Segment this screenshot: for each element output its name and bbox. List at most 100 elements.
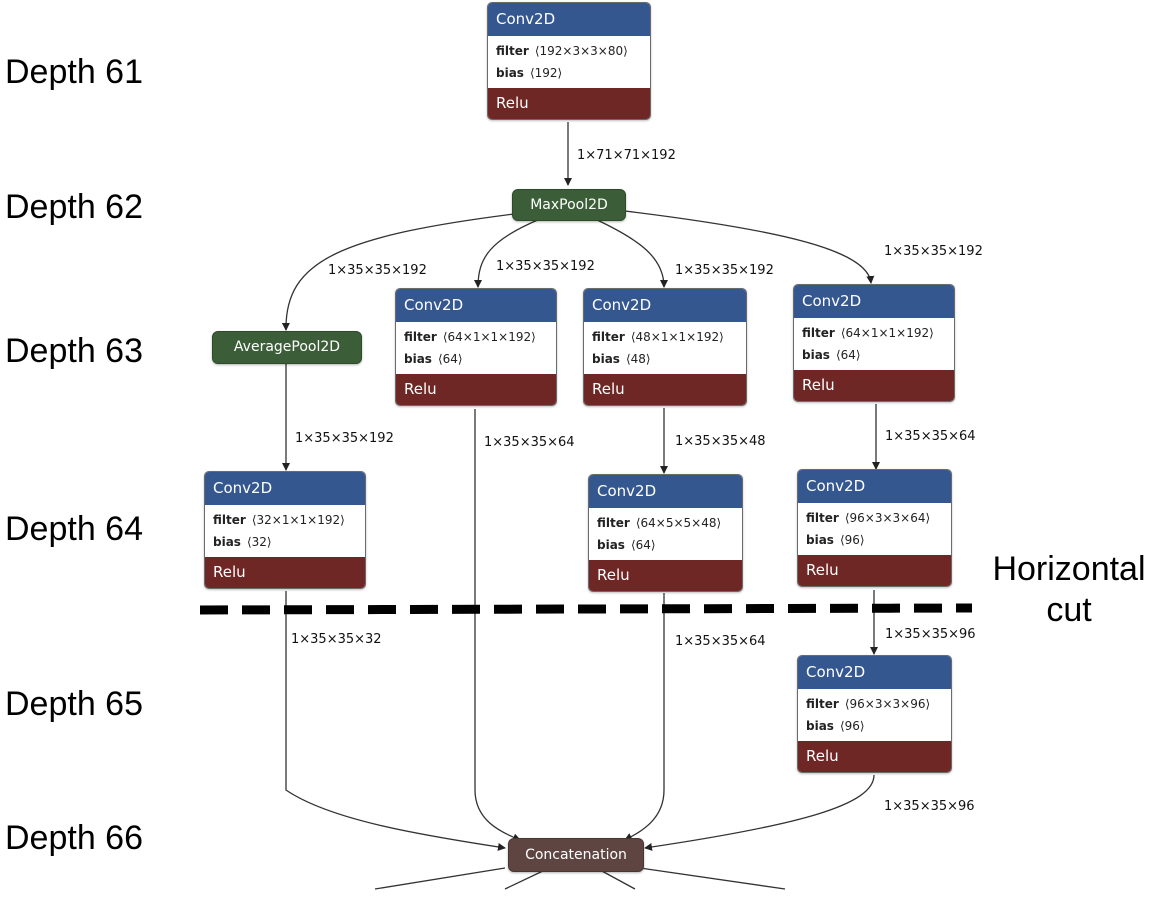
relu-activation: Relu <box>589 560 742 591</box>
node-title: Conv2D <box>584 289 746 322</box>
edge-label-conv64a-out: 1×35×35×32 <box>291 632 382 647</box>
filter-key: filter <box>597 516 630 530</box>
node-params: filter⟨192×3×3×80⟩ bias⟨192⟩ <box>488 36 650 88</box>
filter-key: filter <box>213 513 246 527</box>
bias-key: bias <box>806 533 834 547</box>
cut-label-line2: cut <box>1046 590 1092 629</box>
bias-key: bias <box>802 348 830 362</box>
filter-value: ⟨48×1×1×192⟩ <box>630 330 724 344</box>
bias-key: bias <box>806 719 834 733</box>
maxpool2d-node[interactable]: MaxPool2D <box>512 189 626 221</box>
depth-label-62: Depth 62 <box>5 188 143 226</box>
edge-out-4 <box>639 867 786 890</box>
depth-label-64: Depth 64 <box>5 510 143 548</box>
edge-maxpool-to-conv63b <box>474 218 541 288</box>
node-title: Conv2D <box>488 3 650 36</box>
edge-label-to-conv63b: 1×35×35×192 <box>496 259 595 274</box>
bias-value: ⟨32⟩ <box>246 535 272 549</box>
node-params: filter ⟨64×1×1×192⟩ bias ⟨64⟩ <box>396 322 556 374</box>
relu-activation: Relu <box>396 374 556 405</box>
bias-value: ⟨192⟩ <box>529 66 563 80</box>
filter-value: ⟨64×1×1×192⟩ <box>840 326 934 340</box>
filter-key: filter <box>806 511 839 525</box>
bias-value: ⟨64⟩ <box>630 538 656 552</box>
conv2d-node-depth63-c[interactable]: Conv2D filter ⟨48×1×1×192⟩ bias ⟨48⟩ Relu <box>583 288 747 406</box>
edge-label-avgpool-out: 1×35×35×192 <box>295 431 394 446</box>
edge-label-conv63b-out: 1×35×35×64 <box>484 435 575 450</box>
filter-key: filter <box>404 330 437 344</box>
node-title: Conv2D <box>205 472 365 505</box>
relu-activation: Relu <box>798 555 951 586</box>
relu-activation: Relu <box>798 741 951 772</box>
node-title: Conv2D <box>589 475 742 508</box>
edge-label-conv64d-out: 1×35×35×96 <box>885 627 976 642</box>
bias-key: bias <box>592 352 620 366</box>
edge-label-conv63d-out: 1×35×35×64 <box>885 429 976 444</box>
relu-activation: Relu <box>205 557 365 588</box>
edge-label-to-conv63c: 1×35×35×192 <box>675 263 774 278</box>
depth-label-61: Depth 61 <box>5 53 143 91</box>
node-params: filter ⟨96×3×3×64⟩ bias ⟨96⟩ <box>798 503 951 555</box>
bias-value: ⟨64⟩ <box>437 352 463 366</box>
bias-key: bias <box>404 352 432 366</box>
node-title: Conv2D <box>798 656 951 689</box>
edge-label-conv65d-out: 1×35×35×96 <box>884 799 975 814</box>
bias-value: ⟨64⟩ <box>835 348 861 362</box>
cut-label-line1: Horizontal <box>992 550 1146 588</box>
edge-maxpool-to-conv63d <box>624 210 875 284</box>
relu-activation: Relu <box>488 88 650 119</box>
edge-out-3 <box>599 869 636 890</box>
concatenation-node[interactable]: Concatenation <box>508 838 644 872</box>
edge-conv64a-to-concat <box>285 591 506 851</box>
filter-key: filter <box>802 326 835 340</box>
conv2d-node-depth63-d[interactable]: Conv2D filter ⟨64×1×1×192⟩ bias ⟨64⟩ Relu <box>793 284 955 402</box>
filter-value: ⟨96×3×3×96⟩ <box>844 697 931 711</box>
edge-out-1 <box>374 867 506 890</box>
edge-label-conv61-out: 1×71×71×192 <box>577 148 676 163</box>
relu-activation: Relu <box>794 370 954 401</box>
horizontal-cut-label: Horizontal cut <box>985 549 1153 631</box>
edge-out-2 <box>504 869 546 890</box>
conv2d-node-depth64-d[interactable]: Conv2D filter ⟨96×3×3×64⟩ bias ⟨96⟩ Relu <box>797 469 952 587</box>
edge-label-to-avgpool: 1×35×35×192 <box>328 263 427 278</box>
edge-maxpool-to-conv63c <box>594 218 668 288</box>
depth-label-63: Depth 63 <box>5 332 143 370</box>
node-title: Conv2D <box>396 289 556 322</box>
filter-key: filter <box>806 697 839 711</box>
node-params: filter ⟨48×1×1×192⟩ bias ⟨48⟩ <box>584 322 746 374</box>
node-params: filter⟨32×1×1×192⟩ bias⟨32⟩ <box>205 505 365 557</box>
depth-label-66: Depth 66 <box>5 819 143 857</box>
filter-value: ⟨64×5×5×48⟩ <box>635 516 722 530</box>
node-title: Conv2D <box>794 285 954 318</box>
edge-conv64c-to-concat <box>624 593 665 841</box>
filter-key: filter <box>592 330 625 344</box>
node-params: filter ⟨64×1×1×192⟩ bias ⟨64⟩ <box>794 318 954 370</box>
edge-label-conv63c-out: 1×35×35×48 <box>675 434 766 449</box>
conv2d-node-depth65-d[interactable]: Conv2D filter ⟨96×3×3×96⟩ bias ⟨96⟩ Relu <box>797 655 952 773</box>
node-params: filter ⟨64×5×5×48⟩ bias ⟨64⟩ <box>589 508 742 560</box>
edge-conv65d-to-concat <box>644 774 875 851</box>
averagepool2d-node[interactable]: AveragePool2D <box>212 331 362 364</box>
edge-conv63b-to-concat <box>474 409 521 842</box>
edge-label-to-conv63d: 1×35×35×192 <box>884 244 983 259</box>
conv2d-node-depth61[interactable]: Conv2D filter⟨192×3×3×80⟩ bias⟨192⟩ Relu <box>487 2 651 120</box>
conv2d-node-depth63-b[interactable]: Conv2D filter ⟨64×1×1×192⟩ bias ⟨64⟩ Relu <box>395 288 557 406</box>
bias-value: ⟨96⟩ <box>839 533 865 547</box>
depth-label-65: Depth 65 <box>5 685 143 723</box>
conv2d-node-depth64-a[interactable]: Conv2D filter⟨32×1×1×192⟩ bias⟨32⟩ Relu <box>204 471 366 589</box>
filter-value: ⟨96×3×3×64⟩ <box>844 511 931 525</box>
bias-key: bias <box>597 538 625 552</box>
relu-activation: Relu <box>584 374 746 405</box>
conv2d-node-depth64-c[interactable]: Conv2D filter ⟨64×5×5×48⟩ bias ⟨64⟩ Relu <box>588 474 743 592</box>
filter-value: ⟨32×1×1×192⟩ <box>251 513 345 527</box>
filter-value: ⟨192×3×3×80⟩ <box>534 44 628 58</box>
edge-maxpool-to-avgpool <box>281 211 531 331</box>
node-title: Conv2D <box>798 470 951 503</box>
filter-value: ⟨64×1×1×192⟩ <box>442 330 536 344</box>
bias-value: ⟨96⟩ <box>839 719 865 733</box>
bias-value: ⟨48⟩ <box>625 352 651 366</box>
node-params: filter ⟨96×3×3×96⟩ bias ⟨96⟩ <box>798 689 951 741</box>
edge-label-conv64c-out: 1×35×35×64 <box>675 634 766 649</box>
bias-key: bias <box>496 66 524 80</box>
